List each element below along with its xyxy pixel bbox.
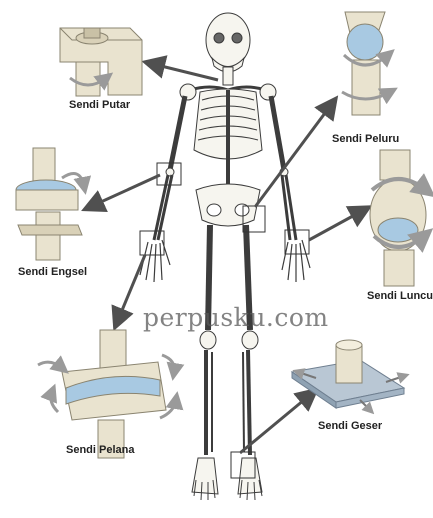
label-glide-joint: Sendi Luncu — [367, 290, 433, 302]
hinge-joint-model — [16, 148, 84, 260]
label-ball-joint: Sendi Peluru — [332, 133, 399, 145]
pivot-joint-model — [60, 28, 142, 96]
label-hinge-joint: Sendi Engsel — [18, 266, 87, 278]
skeleton-figure — [140, 13, 310, 500]
label-gliding-joint: Sendi Geser — [318, 420, 382, 432]
ball-joint-model — [342, 12, 390, 115]
gliding-joint-model — [292, 340, 404, 410]
glide-joint-model — [370, 150, 426, 286]
label-saddle-joint: Sendi Pelana — [66, 444, 134, 456]
label-pivot-joint: Sendi Putar — [69, 99, 130, 111]
saddle-joint-model — [38, 330, 176, 458]
watermark: perpusku.com — [143, 303, 329, 332]
